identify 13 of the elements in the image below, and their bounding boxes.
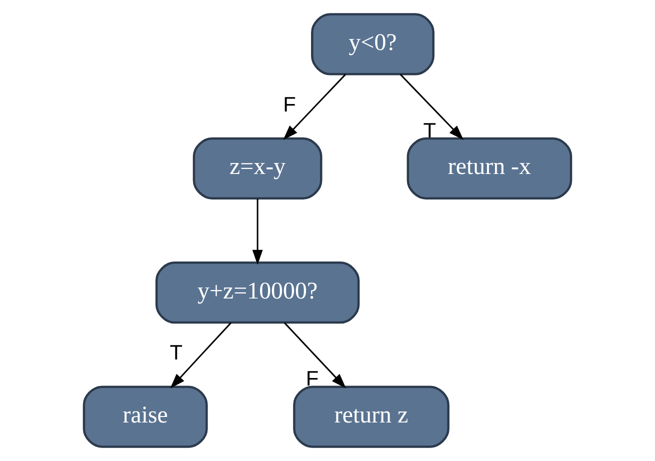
arrow — [283, 74, 346, 140]
node-box: return -x — [406, 137, 572, 200]
arrow — [170, 322, 232, 388]
arrow — [284, 322, 346, 388]
arrow — [400, 74, 464, 140]
node-box: return z — [293, 386, 450, 448]
node-box: y<0? — [311, 13, 434, 76]
node-box: z=x-y — [192, 137, 322, 200]
edge-label: F — [283, 93, 296, 116]
node-box: raise — [82, 386, 208, 448]
arrow — [252, 198, 263, 265]
edge-label: T — [170, 342, 183, 365]
node-box: y+z=10000? — [155, 262, 360, 324]
